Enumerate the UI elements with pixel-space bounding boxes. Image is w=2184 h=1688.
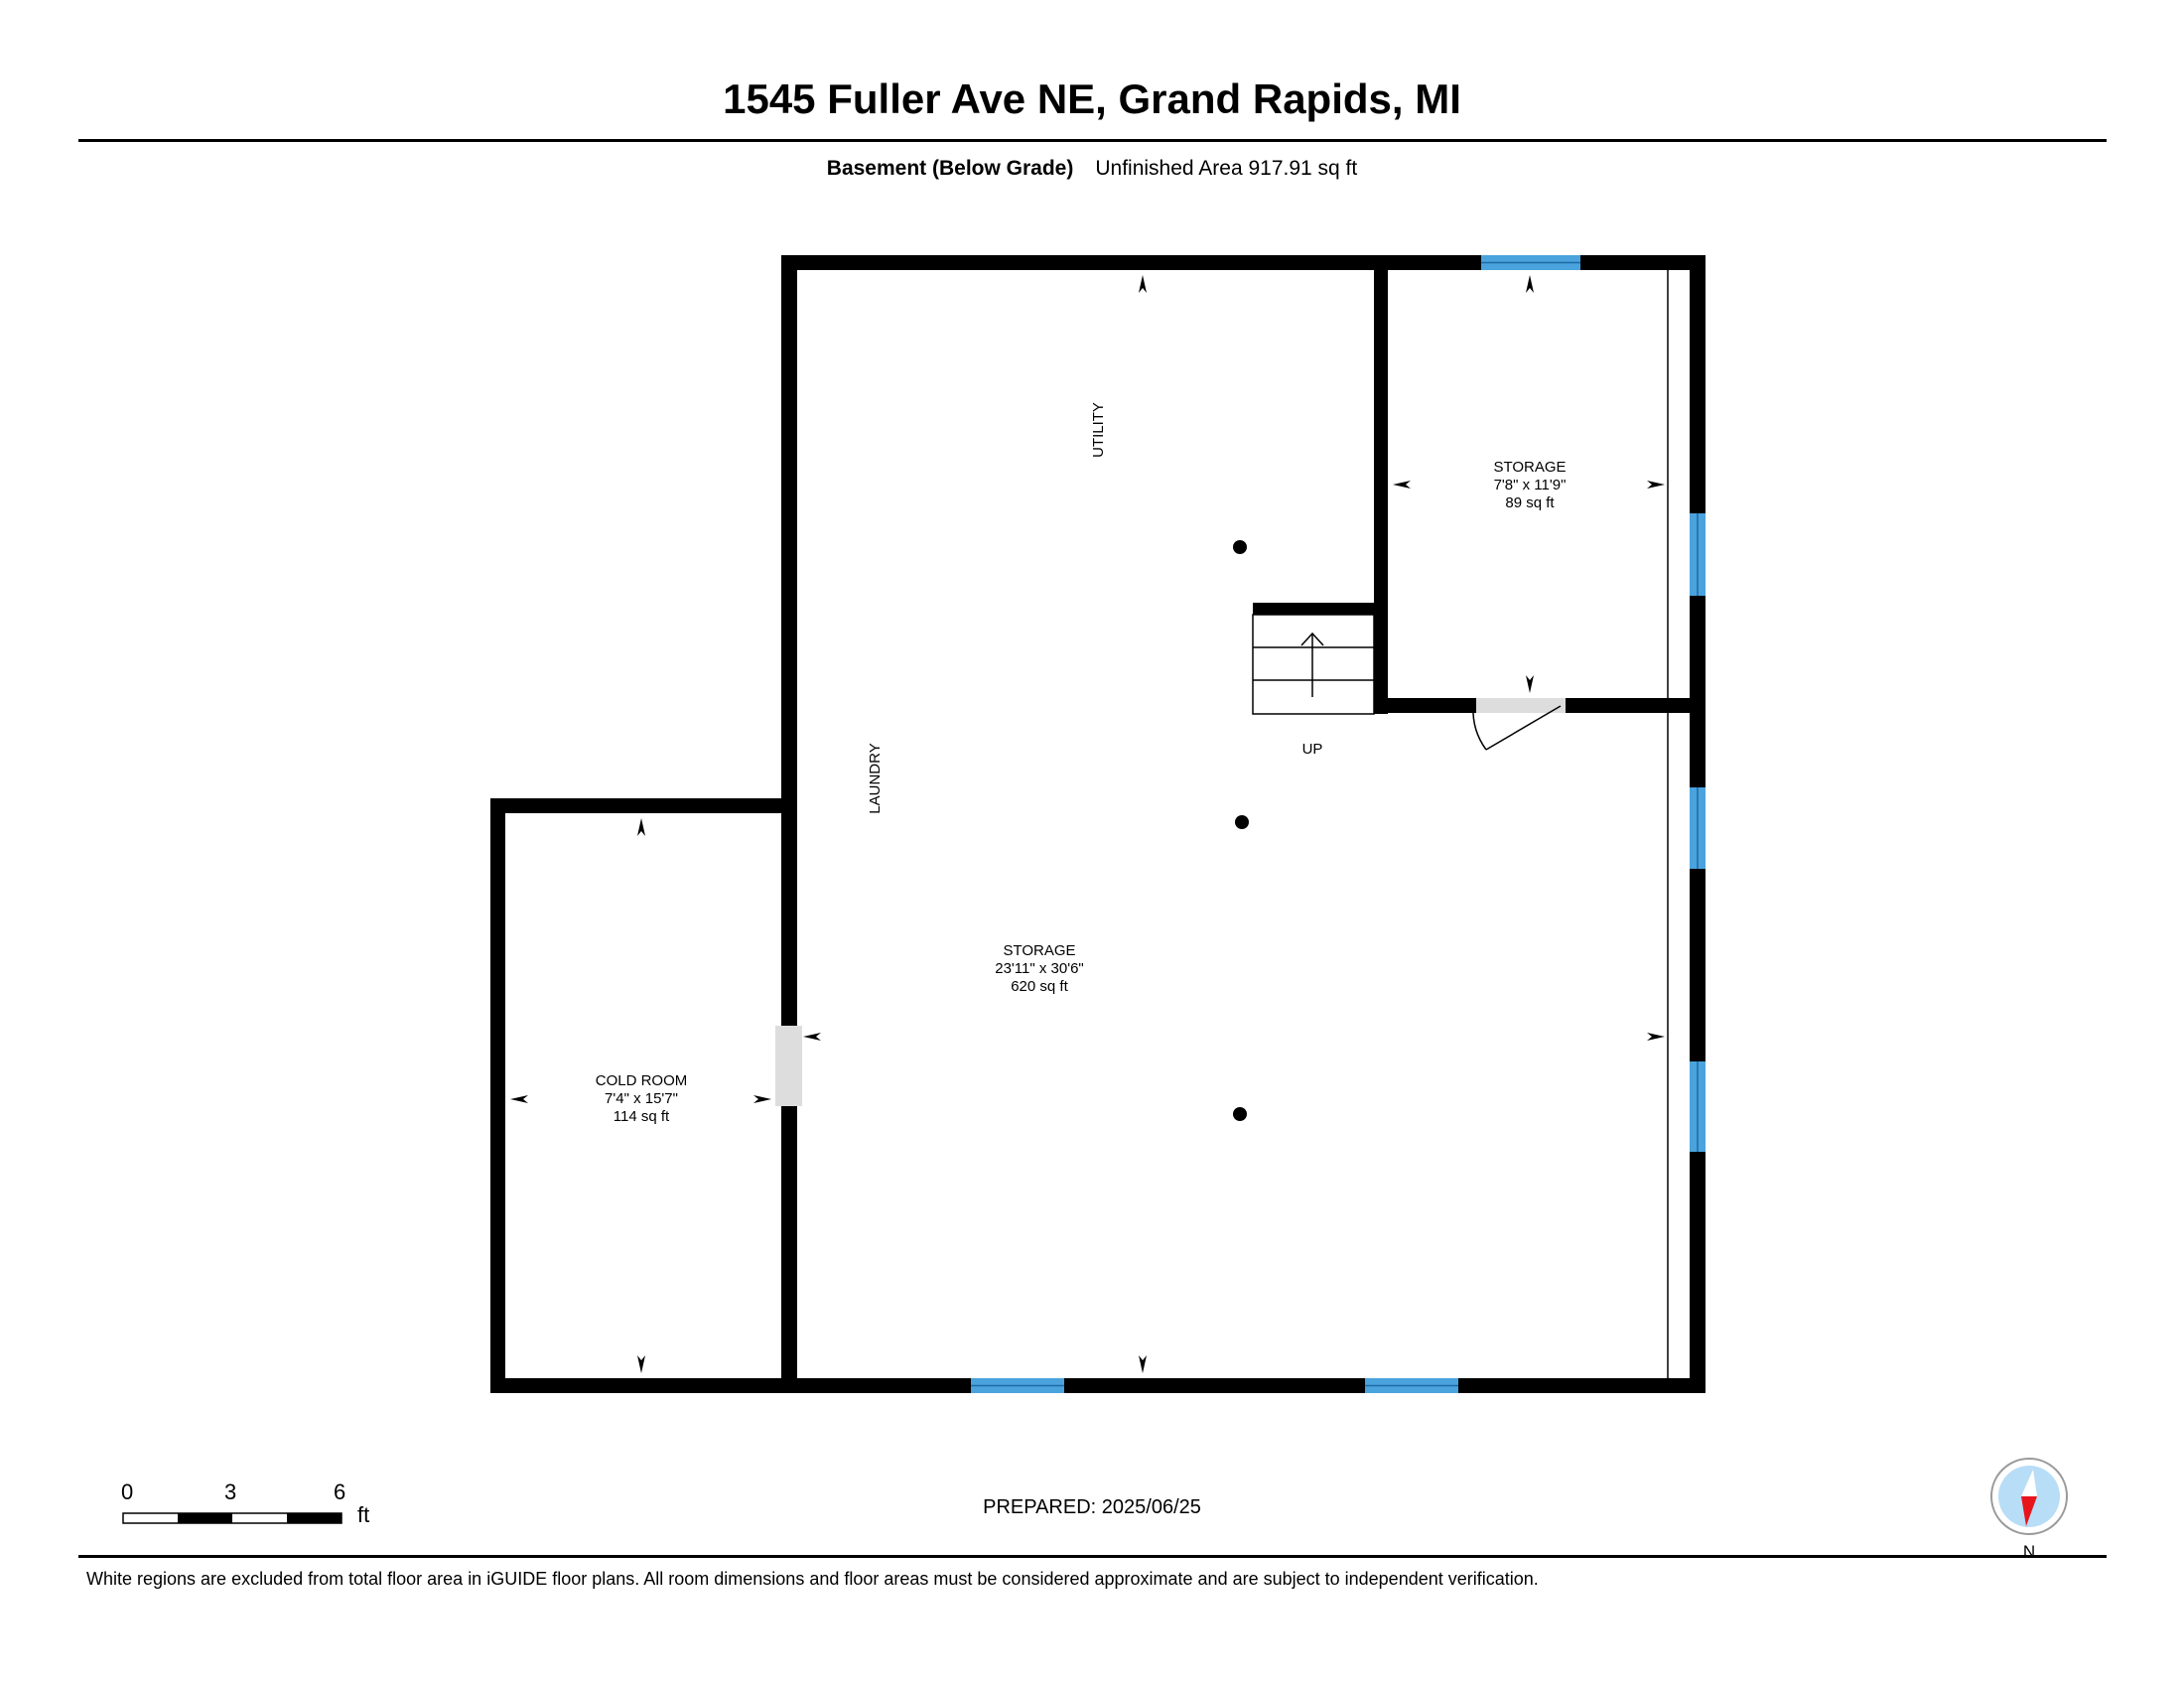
wall-top — [781, 255, 1706, 270]
compass-north-label: N — [2023, 1542, 2035, 1561]
room-name: COLD ROOM — [596, 1072, 688, 1089]
window-bottom-1 — [971, 1378, 1064, 1393]
wall-cold-left — [490, 798, 505, 1393]
room-storage-main: STORAGE 23'11" x 30'6" 620 sq ft — [995, 942, 1084, 995]
room-area: 620 sq ft — [1011, 978, 1068, 995]
level-area: Unfinished Area 917.91 sq ft — [1095, 157, 1358, 180]
plan-title: 1545 Fuller Ave NE, Grand Rapids, MI — [723, 75, 1461, 122]
room-area: 114 sq ft — [614, 1108, 670, 1125]
scale-tick-6: 6 — [334, 1479, 346, 1504]
scale-tick-0: 0 — [121, 1479, 134, 1504]
room-name: STORAGE — [1493, 459, 1566, 476]
wall-cold-top — [490, 798, 797, 813]
post-2 — [1235, 815, 1249, 829]
window-right-1 — [1690, 513, 1706, 596]
wall-main-left — [781, 255, 797, 1393]
floor-summary: Basement (Below Grade) Unfinished Area 91… — [0, 157, 2184, 181]
cold-room-opening — [775, 1026, 802, 1106]
header-rule — [78, 139, 2107, 142]
disclaimer: White regions are excluded from total fl… — [86, 1569, 1539, 1589]
stairs — [1252, 614, 1375, 715]
footer-rule — [78, 1555, 2107, 1558]
laundry-label: LAUNDRY — [867, 743, 884, 813]
room-dims: 23'11" x 30'6" — [995, 960, 1084, 977]
room-name: STORAGE — [1003, 942, 1075, 959]
level-name: Basement (Below Grade) — [826, 157, 1074, 180]
post-3 — [1233, 1107, 1247, 1121]
wall-stair-top — [1253, 603, 1388, 615]
storage-door — [1472, 698, 1566, 751]
scale-tick-3: 3 — [224, 1479, 237, 1504]
wall-storage-left — [1374, 255, 1388, 714]
room-dims: 7'8" x 11'9" — [1494, 477, 1567, 493]
window-right-2 — [1690, 787, 1706, 869]
wall-storage-bottom-a — [1374, 698, 1476, 713]
room-area: 89 sq ft — [1505, 494, 1555, 511]
room-cold-room: COLD ROOM 7'4" x 15'7" 114 sq ft — [596, 1072, 688, 1125]
north-compass-icon — [1990, 1458, 2068, 1535]
window-top — [1481, 255, 1580, 270]
room-storage-small: STORAGE 7'8" x 11'9" 89 sq ft — [1493, 459, 1566, 511]
windows — [971, 255, 1706, 1393]
window-bottom-2 — [1365, 1378, 1458, 1393]
prepared-date: PREPARED: 2025/06/25 — [983, 1496, 1201, 1518]
stairs-up-label: UP — [1302, 741, 1323, 758]
window-right-3 — [1690, 1061, 1706, 1152]
wall-storage-bottom-b — [1566, 698, 1706, 713]
scale-unit: ft — [357, 1502, 370, 1527]
room-dims: 7'4" x 15'7" — [605, 1090, 678, 1107]
support-posts — [1233, 540, 1249, 1121]
wall-bottom — [490, 1378, 1706, 1393]
post-1 — [1233, 540, 1247, 554]
dimension-arrows — [510, 275, 1665, 1373]
utility-label: UTILITY — [1090, 402, 1107, 458]
scale-bar — [122, 1512, 342, 1524]
